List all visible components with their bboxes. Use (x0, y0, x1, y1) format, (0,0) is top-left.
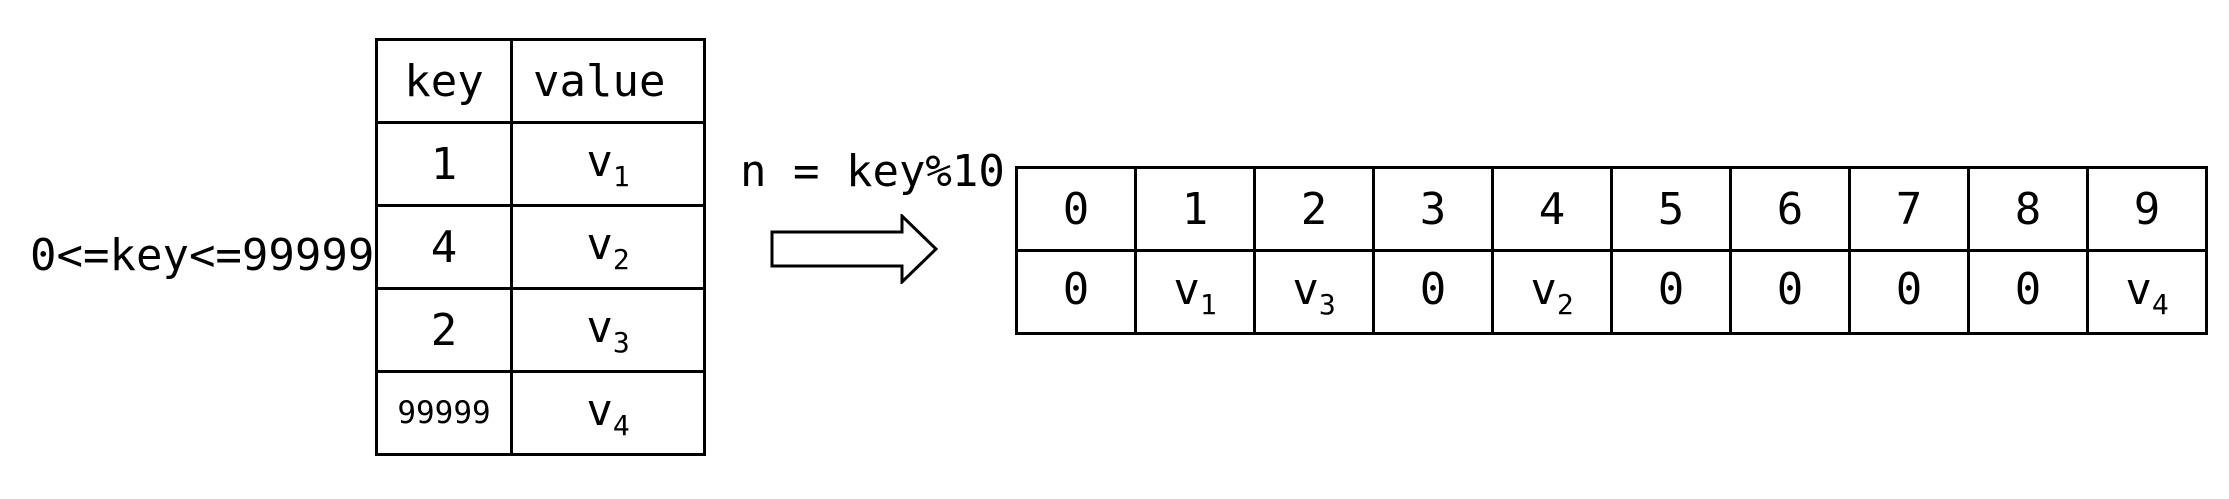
table-header-row: key value (375, 38, 706, 124)
bucket-value-row: 0 v1 v3 0 v2 0 0 0 0 v4 (1015, 249, 2208, 335)
table-row: 1 v1 (375, 121, 706, 207)
bucket-value-cell: v4 (2086, 249, 2208, 335)
key-cell: 99999 (375, 370, 513, 456)
table-row: 4 v2 (375, 204, 706, 290)
value-cell: v2 (510, 204, 706, 290)
bucket-index-cell: 9 (2086, 166, 2208, 252)
bucket-value-base: v (1292, 263, 1319, 315)
table-row: 99999 v4 (375, 370, 706, 456)
key-range-label: 0<=key<=99999 (30, 230, 375, 281)
bucket-value-base: v (1530, 263, 1557, 315)
bucket-value-subscript: 4 (2151, 287, 2169, 321)
bucket-value-cell: 0 (1610, 249, 1732, 335)
bucket-value-cell: 0 (1729, 249, 1851, 335)
bucket-value-cell: v2 (1491, 249, 1613, 335)
bucket-value-cell: 0 (1372, 249, 1494, 335)
hash-formula: n = key%10 (740, 146, 1005, 197)
value-subscript: 1 (612, 159, 630, 193)
bucket-value-subscript: 1 (1199, 287, 1217, 321)
key-value-table: key value 1 v1 4 v2 2 v3 99999 v4 (375, 38, 706, 456)
bucket-index-cell: 4 (1491, 166, 1613, 252)
bucket-value-subscript: 3 (1318, 287, 1336, 321)
bucket-index-cell: 1 (1134, 166, 1256, 252)
bucket-index-cell: 6 (1729, 166, 1851, 252)
bucket-value-base: 0 (1895, 263, 1923, 315)
value-base: v (586, 218, 613, 270)
bucket-value-base: v (1173, 263, 1200, 315)
table-row: 2 v3 (375, 287, 706, 373)
bucket-value-subscript: 2 (1556, 287, 1574, 321)
bucket-value-base: 0 (1062, 263, 1090, 315)
key-cell: 2 (375, 287, 513, 373)
bucket-index-cell: 7 (1848, 166, 1970, 252)
value-cell: v1 (510, 121, 706, 207)
bucket-index-row: 0 1 2 3 4 5 6 7 8 9 (1015, 166, 2208, 252)
bucket-value-base: 0 (1657, 263, 1685, 315)
bucket-array-table: 0 1 2 3 4 5 6 7 8 9 0 v1 v3 0 v2 0 0 0 0… (1015, 166, 2208, 335)
bucket-value-base: v (2125, 263, 2152, 315)
value-cell: v3 (510, 287, 706, 373)
hollow-right-arrow-icon (770, 214, 939, 284)
bucket-index-cell: 8 (1967, 166, 2089, 252)
key-cell: 1 (375, 121, 513, 207)
bucket-value-base: 0 (1776, 263, 1804, 315)
bucket-index-cell: 2 (1253, 166, 1375, 252)
bucket-value-cell: 0 (1015, 249, 1137, 335)
bucket-value-base: 0 (2014, 263, 2042, 315)
bucket-index-cell: 5 (1610, 166, 1732, 252)
value-column-header: value (510, 38, 706, 124)
value-base: v (586, 301, 613, 353)
value-subscript: 4 (612, 408, 630, 442)
bucket-value-cell: v3 (1253, 249, 1375, 335)
bucket-value-cell: 0 (1848, 249, 1970, 335)
value-base: v (586, 135, 613, 187)
bucket-index-cell: 0 (1015, 166, 1137, 252)
value-cell: v4 (510, 370, 706, 456)
bucket-value-base: 0 (1419, 263, 1447, 315)
value-subscript: 2 (612, 242, 630, 276)
key-column-header: key (375, 38, 513, 124)
bucket-index-cell: 3 (1372, 166, 1494, 252)
bucket-value-cell: v1 (1134, 249, 1256, 335)
key-cell: 4 (375, 204, 513, 290)
value-base: v (586, 384, 613, 436)
value-subscript: 3 (612, 325, 630, 359)
bucket-value-cell: 0 (1967, 249, 2089, 335)
